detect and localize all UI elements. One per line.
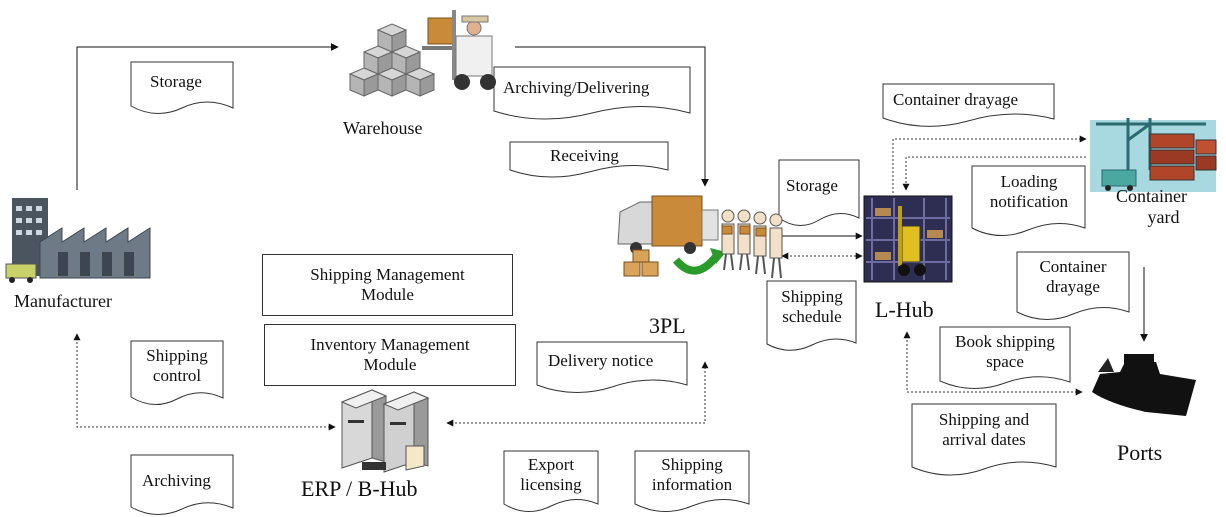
doc-shipping-information: Shipping information (638, 455, 746, 494)
doc-shape-loading-notification (971, 165, 1086, 236)
factory-icon (5, 198, 151, 283)
doc-archiving-delivering: Archiving/Delivering (503, 78, 650, 97)
shipping-schedule-line2: schedule (782, 306, 842, 326)
ship-icon (1092, 354, 1196, 416)
shipping-arrival-line2: arrival dates (942, 429, 1026, 449)
doc-loading-notification: Loading notification (978, 172, 1080, 211)
shipping-arrival-line1: Shipping and (938, 410, 1030, 429)
node-manufacturer: Manufacturer (14, 291, 112, 311)
warehouse-forklift-icon (863, 195, 953, 283)
shipping-control-line1: Shipping (146, 346, 208, 365)
doc-shipping-control: Shipping control (134, 346, 220, 385)
doc-shape-container-drayage-mid (1016, 251, 1130, 320)
servers-icon (340, 389, 430, 473)
node-container-yard: Container yard (1116, 186, 1187, 227)
edge-warehouse-3pl (515, 46, 709, 187)
doc-shipping-arrival-dates: Shipping and arrival dates (915, 410, 1053, 449)
edge-manufacturer-warehouse (76, 43, 339, 190)
forklift-boxes-icon (348, 10, 496, 97)
container-crane-icon (1090, 118, 1217, 192)
loading-notification-line2: notification (989, 191, 1069, 211)
doc-storage-mid: Storage (786, 176, 838, 195)
shipping-management-module: Shipping Management Module (262, 254, 513, 316)
edge-manufacturer-erp (73, 333, 336, 431)
doc-delivery-notice: Delivery notice (548, 351, 654, 370)
inventory-management-module: Inventory Management Module (264, 324, 516, 386)
container-drayage-mid-line1: Container (1039, 257, 1107, 276)
doc-shape-shipping-schedule (766, 280, 857, 351)
doc-container-drayage-mid: Container drayage (1020, 257, 1126, 296)
container-drayage-mid-line2: drayage (1046, 276, 1100, 296)
doc-shape-shipping-information (634, 450, 750, 512)
book-shipping-line2: space (986, 351, 1024, 371)
doc-shipping-schedule: Shipping schedule (770, 287, 854, 326)
doc-book-shipping-space: Book shipping space (942, 332, 1068, 371)
book-shipping-line1: Book shipping (955, 332, 1055, 351)
loading-notification-line1: Loading (1000, 172, 1058, 191)
node-lhub: L-Hub (875, 297, 934, 322)
edge-lhub-ports (903, 331, 1083, 396)
shipping-module-line2: Module (361, 285, 414, 304)
doc-archiving: Archiving (142, 471, 211, 490)
shipping-module-line1: Shipping Management (310, 264, 465, 284)
doc-export-licensing: Export licensing (506, 455, 596, 494)
shipping-schedule-line1: Shipping (781, 287, 843, 306)
container-yard-line1: Container (1116, 186, 1187, 206)
delivery-truck-workers-icon (617, 195, 783, 279)
edge-container-yard-lhub (902, 156, 1086, 191)
edge-lhub-container-yard (892, 135, 1087, 193)
inventory-module-line2: Module (363, 355, 417, 374)
doc-receiving: Receiving (550, 146, 619, 165)
shipping-control-line2: control (152, 365, 202, 385)
doc-shape-receiving (509, 141, 669, 178)
shipping-information-line1: Shipping (661, 455, 723, 474)
doc-shape-storage-top (130, 61, 234, 114)
export-licensing-line1: Export (527, 455, 575, 474)
export-licensing-line2: licensing (520, 474, 582, 494)
node-erp-bhub: ERP / B-Hub (301, 476, 418, 501)
doc-storage-top: Storage (150, 72, 202, 91)
node-3pl: 3PL (649, 313, 686, 338)
doc-shape-export-licensing (503, 450, 599, 512)
node-warehouse: Warehouse (343, 118, 423, 138)
inventory-module-line1: Inventory Management (310, 334, 470, 354)
doc-shape-shipping-arrival (911, 403, 1057, 476)
doc-shape-archiving (130, 454, 234, 515)
doc-shape-container-drayage-top (882, 83, 1055, 127)
node-ports: Ports (1117, 440, 1163, 465)
doc-shape-archiving-delivering (493, 66, 691, 120)
doc-container-drayage-top: Container drayage (893, 90, 1019, 109)
container-yard-line2: yard (1147, 206, 1180, 227)
edge-erp-3pl (446, 361, 709, 427)
doc-shape-storage-mid (778, 159, 860, 226)
shipping-information-line2: information (651, 474, 733, 494)
